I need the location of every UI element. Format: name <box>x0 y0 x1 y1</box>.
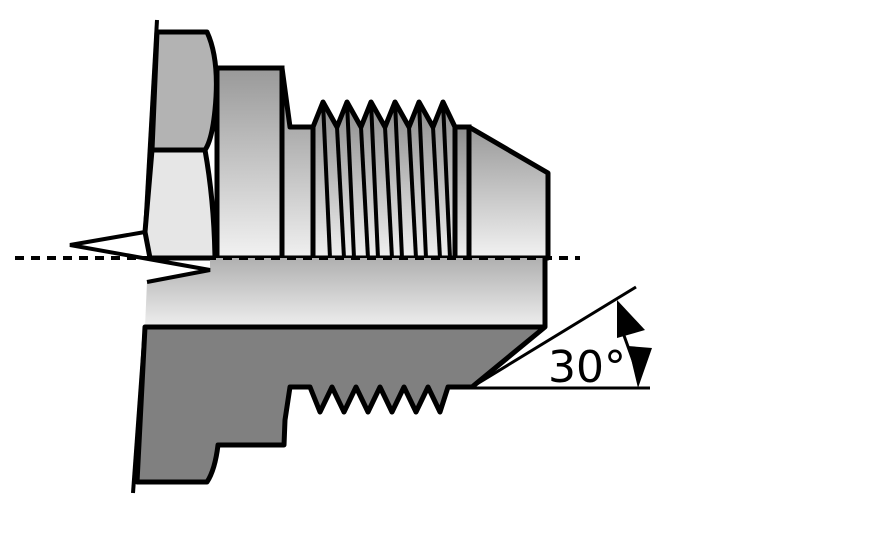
hex-upper <box>142 19 219 261</box>
arrow-down-icon <box>628 346 652 388</box>
break-line <box>69 230 211 284</box>
thread-upper <box>310 99 458 261</box>
undercut <box>279 65 316 261</box>
flare-nose-upper <box>466 124 551 261</box>
arrow-up-icon <box>617 300 645 338</box>
angle-dimension: 30° <box>471 285 652 393</box>
shoulder <box>214 65 285 261</box>
section-lower <box>134 324 548 485</box>
bore <box>145 258 545 327</box>
angle-label: 30° <box>548 342 626 393</box>
